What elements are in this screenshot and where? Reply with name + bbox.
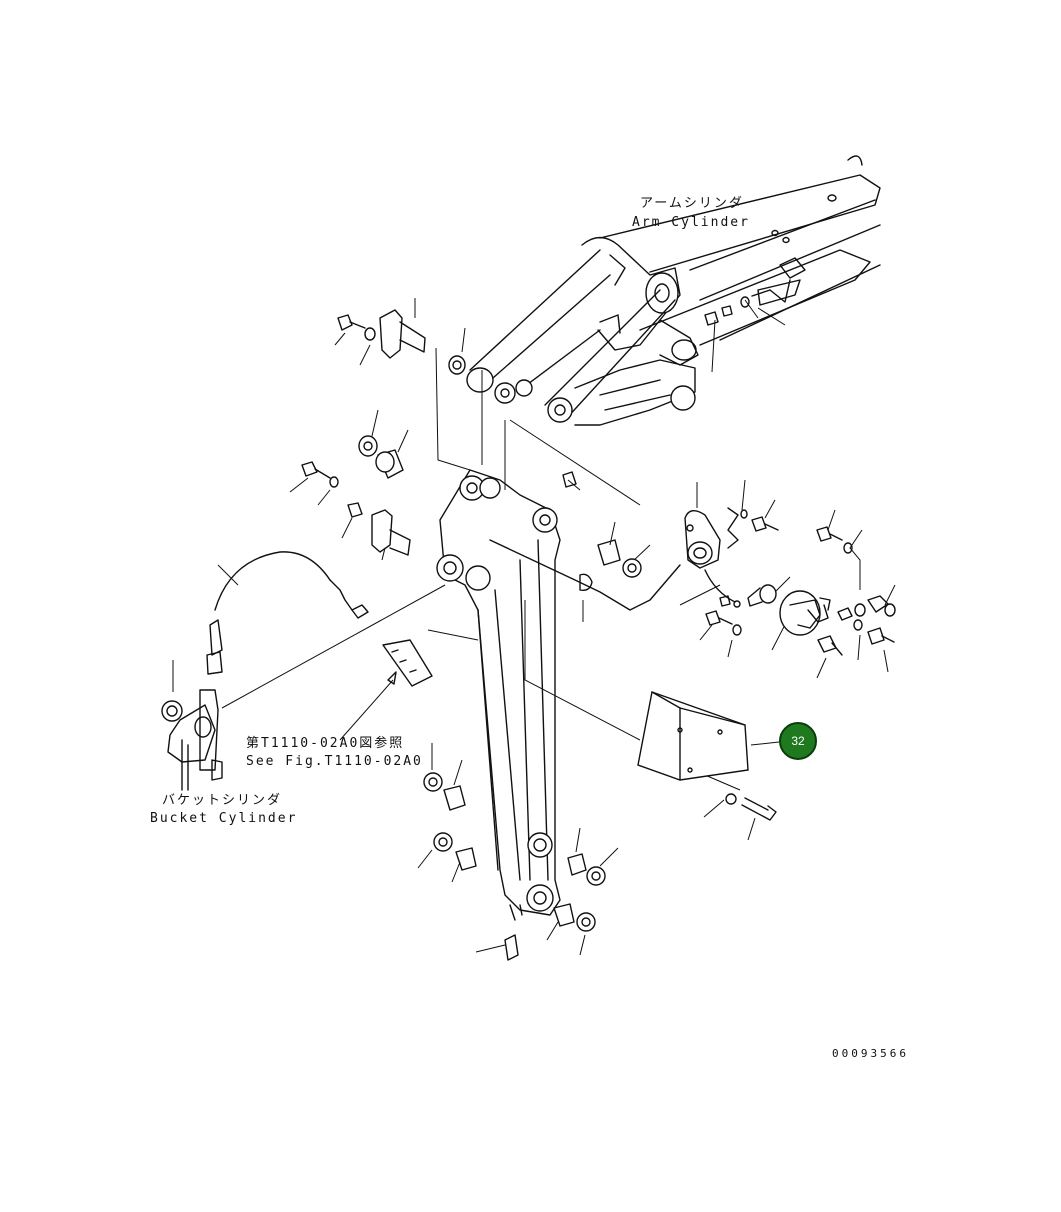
- boom-pin-plate: [704, 279, 791, 326]
- ref-arrow-see-fig: [339, 679, 394, 741]
- hose-clamp-bracket: [382, 639, 433, 687]
- see-fig-label-en: See Fig.T1110-02A0: [246, 754, 423, 769]
- arm-cylinder-label-en: Arm Cylinder: [632, 215, 750, 230]
- link-rods: [466, 249, 676, 423]
- bucket-cylinder: [161, 689, 223, 791]
- bushings-lower: [375, 451, 642, 961]
- drawing-number: 00093566: [832, 1047, 909, 1060]
- bucket-cylinder-label-jp: バケットシリンダ: [162, 793, 283, 808]
- leader-lines: [172, 298, 896, 956]
- arrow-head: [387, 671, 397, 685]
- sensor-disc: [779, 590, 896, 656]
- arm-cylinder-label-jp: アームシリンダ: [640, 196, 744, 211]
- bucket-cylinder-label-en: Bucket Cylinder: [150, 811, 298, 826]
- cover-plate: [637, 691, 777, 821]
- arm-cylinder: [574, 236, 699, 426]
- pin-assembly-upper: [301, 309, 577, 556]
- boom-assembly: [599, 155, 881, 346]
- sensor-bracket: [684, 507, 853, 636]
- part-callout-number: 32: [791, 734, 805, 748]
- arm-body: [436, 469, 561, 921]
- see-fig-label-jp: 第T1110-02A0図参照: [246, 736, 405, 751]
- part-callout-32[interactable]: 32: [779, 722, 817, 760]
- ref-line-bucket: [221, 584, 446, 709]
- grease-hose: [206, 539, 681, 675]
